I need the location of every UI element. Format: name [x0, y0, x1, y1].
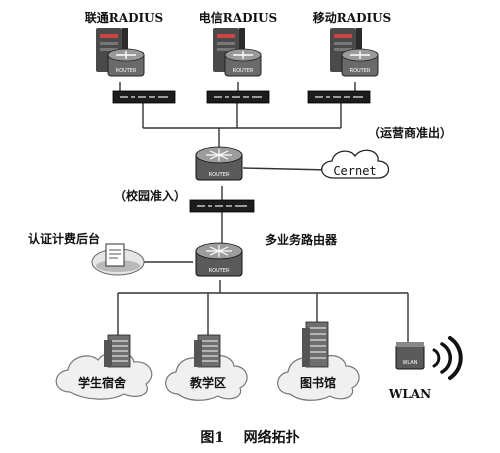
radius-label-unicom: 联通RADIUS — [85, 10, 163, 25]
router-badge: ROUTER — [350, 68, 371, 74]
building-icon — [104, 334, 131, 368]
router-icon: ROUTER — [224, 48, 262, 77]
document-icon — [105, 243, 125, 267]
cernet-label: Cernet — [333, 164, 376, 178]
cernet-cloud: Cernet — [321, 149, 390, 179]
radius-label-telecom: 电信RADIUS — [199, 10, 277, 25]
wlan-label: WLAN — [388, 387, 431, 401]
radius-label-mobile: 移动RADIUS — [313, 10, 391, 25]
firewall-appliance-unicom — [112, 90, 176, 104]
wlan-badge: WLAN — [402, 360, 417, 366]
multiservice-router-label: 多业务路由器 — [265, 232, 338, 247]
router-icon: ROUTER — [341, 48, 379, 77]
connection-lines — [117, 82, 409, 345]
radius-server-unicom: ROUTER 联通RADIUS — [85, 10, 163, 77]
firewall-appliance-telecom — [206, 90, 270, 104]
billing-backend-label: 认证计费后台 — [28, 231, 100, 246]
building-student-dorm: 学生宿舍 — [55, 334, 153, 400]
radius-server-mobile: ROUTER 移动RADIUS — [313, 10, 391, 77]
router-badge: ROUTER — [209, 172, 230, 178]
billing-backend-cloud — [91, 243, 145, 276]
router-badge: ROUTER — [116, 68, 137, 74]
wlan-access-point: WLAN — [395, 342, 425, 370]
building-icon — [194, 334, 221, 368]
router-badge: ROUTER — [233, 68, 254, 74]
building-label-dorm: 学生宿舍 — [78, 375, 127, 390]
building-teaching-area: 教学区 — [165, 334, 248, 401]
operator-exit-label: （运营商准出） — [368, 125, 452, 140]
building-label-library: 图书馆 — [300, 375, 336, 390]
building-label-teaching: 教学区 — [189, 375, 226, 390]
multiservice-router-icon: ROUTER — [195, 242, 243, 277]
wifi-signal-icon — [432, 336, 463, 380]
router-badge: ROUTER — [209, 268, 230, 274]
figure-caption: 图1 网络拓扑 — [200, 429, 299, 446]
router-icon: ROUTER — [107, 48, 145, 77]
campus-access-label: （校园准入） — [114, 188, 186, 203]
building-library: 图书馆 — [277, 321, 360, 401]
core-router-icon: ROUTER — [195, 146, 243, 181]
radius-server-telecom: ROUTER 电信RADIUS — [199, 10, 277, 77]
building-icon — [302, 321, 329, 368]
firewall-appliance-campus — [189, 199, 255, 213]
firewall-appliance-mobile — [307, 90, 371, 104]
